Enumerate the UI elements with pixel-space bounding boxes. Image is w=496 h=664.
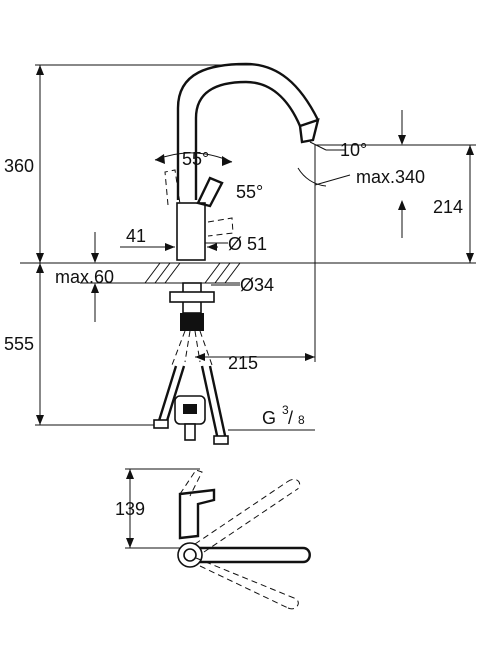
- faucet-body: [176, 202, 206, 261]
- deck-section: [140, 262, 241, 284]
- thread-denominator: 8: [298, 413, 305, 427]
- top-view: 139: [115, 468, 311, 610]
- spout-height-label: 214: [433, 197, 463, 217]
- lever-angle-label-1: 55°: [182, 149, 209, 169]
- swivel-angle-label: 10°: [340, 140, 367, 160]
- below-deck-label: 555: [4, 334, 34, 354]
- hose-left: [156, 365, 186, 425]
- spout-tip: [298, 118, 320, 144]
- hose-right: [200, 365, 228, 441]
- spout-reach-label: max.340: [356, 167, 425, 187]
- lever-angle-label-2: 55°: [236, 182, 263, 202]
- thread-block: [180, 313, 204, 331]
- top-lever: [178, 488, 216, 540]
- side-view: 360 555 214 10° max.340: [4, 62, 476, 445]
- top-view-depth-label: 139: [115, 499, 145, 519]
- body-diameter-label: Ø 51: [228, 234, 267, 254]
- spout-outer: [176, 62, 320, 200]
- top-spout: [186, 546, 303, 564]
- lever-alt-left: [164, 169, 181, 206]
- lever-alt-right: [207, 217, 234, 237]
- mounting-nut: [169, 291, 215, 303]
- spout-inner: [194, 80, 302, 200]
- lever-offset-label: 41: [126, 226, 146, 246]
- thread-numerator: 3: [282, 403, 289, 417]
- thread-label: G: [262, 408, 276, 428]
- svg-text:/: /: [288, 408, 293, 428]
- height-total-label: 360: [4, 156, 34, 176]
- lever-handle: [196, 176, 224, 208]
- hole-diameter-label: Ø34: [240, 275, 274, 295]
- hose-reach-label: 215: [228, 353, 258, 373]
- deck-thickness-label: max.60: [55, 267, 114, 287]
